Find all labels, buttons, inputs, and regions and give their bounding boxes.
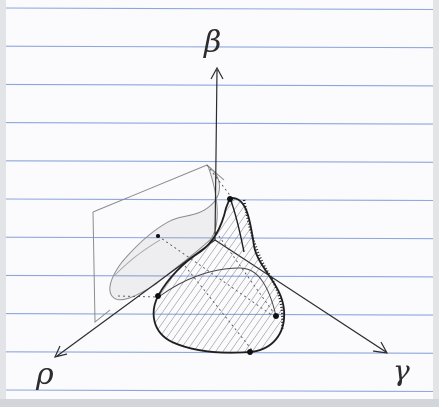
gamma-axis-label: γ xyxy=(393,354,410,387)
vertex-bottom xyxy=(247,349,253,355)
page-right-edge xyxy=(433,0,439,407)
beta-axis-label: β xyxy=(203,25,221,60)
ruled-line-5 xyxy=(0,199,439,201)
ruled-line-3 xyxy=(0,123,439,125)
vertex-top xyxy=(227,196,233,202)
vertex-right xyxy=(273,313,279,319)
ruled-line-0 xyxy=(0,8,439,10)
vertex-left xyxy=(155,293,161,299)
page-bottom-edge xyxy=(0,399,439,407)
rho-axis-label: ρ xyxy=(35,357,54,392)
vertex-projection xyxy=(156,234,160,238)
page-left-edge xyxy=(0,0,6,407)
ruled-line-2 xyxy=(0,84,439,86)
ruled-line-4 xyxy=(0,161,439,163)
ruled-line-10 xyxy=(0,390,439,392)
